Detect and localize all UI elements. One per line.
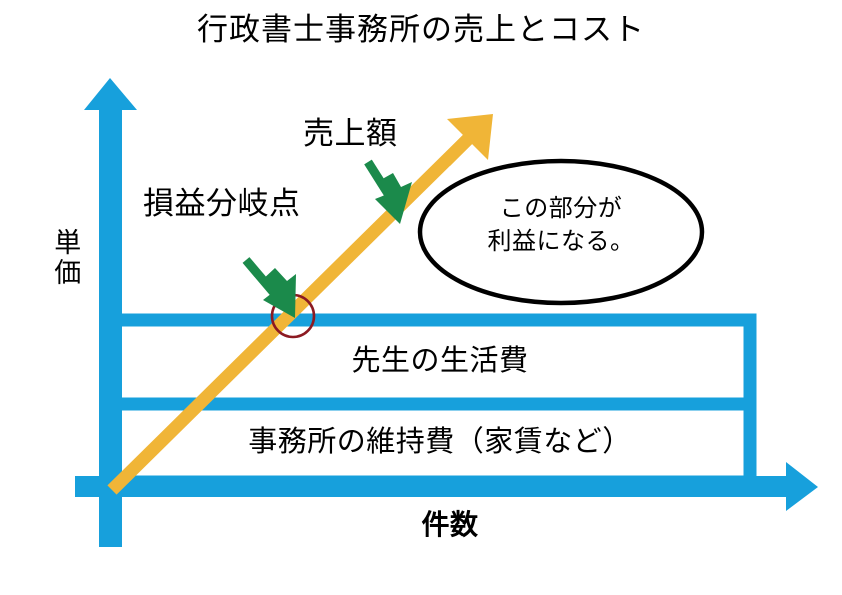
- y-axis-label-char: 価: [54, 258, 82, 289]
- revenue-amount-label: 売上額: [303, 116, 398, 151]
- revenue-callout-arrow-icon: [364, 159, 412, 224]
- breakeven-callout-arrow-icon: [242, 257, 296, 318]
- cost-box-office-label: 事務所の維持費（家賃など）: [248, 426, 632, 458]
- y-axis-arrow: [84, 78, 137, 547]
- break-even-point-label: 損益分岐点: [143, 186, 301, 221]
- y-axis-label: 単価: [48, 228, 88, 288]
- profit-callout-label: この部分が利益になる。: [430, 192, 692, 258]
- profit-callout-line-2: 利益になる。: [487, 228, 635, 256]
- page-title: 行政書士事務所の売上とコスト: [197, 12, 645, 47]
- cost-box-living: [103, 313, 757, 411]
- cost-box-living-label: 先生の生活費: [351, 345, 529, 377]
- profit-callout-ellipse: [417, 158, 705, 306]
- x-axis-label: 件数: [421, 509, 479, 540]
- y-axis-label-char: 単: [54, 228, 82, 258]
- profit-callout-line-1: この部分が: [499, 195, 623, 222]
